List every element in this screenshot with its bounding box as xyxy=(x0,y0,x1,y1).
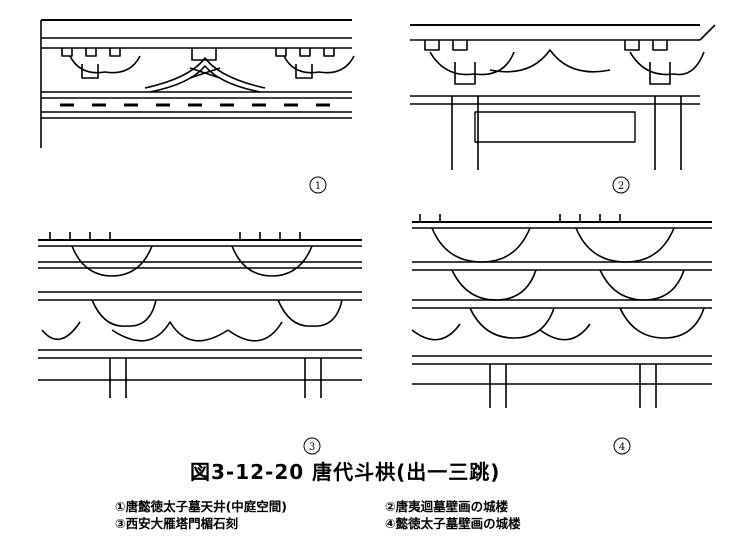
caption-4: ④懿徳太子墓壁画の城楼 xyxy=(385,516,521,531)
bracket-drawings: 1 2 3 4 xyxy=(38,19,716,455)
figure-title: 図3-12-20 唐代斗栱(出一三跳) xyxy=(190,460,501,484)
panel-1-drawing xyxy=(40,19,355,194)
panel-1-number: 1 xyxy=(315,181,321,192)
panel-4-drawing xyxy=(411,214,712,455)
panel-3-number: 3 xyxy=(309,442,315,453)
panel-4-number-circle xyxy=(613,437,631,455)
caption-3: ③西安大雁塔門楣石刻 xyxy=(115,516,239,531)
panel-4-number: 4 xyxy=(619,442,625,453)
caption-2: ②唐夷迴墓壁画の城楼 xyxy=(385,499,509,514)
caption-1: ①唐懿徳太子墓天井(中庭空間) xyxy=(115,499,288,514)
panel-2-drawing xyxy=(410,24,716,194)
panel-2-number-circle xyxy=(612,176,630,194)
panel-1-number-circle xyxy=(309,176,327,194)
panel-2-number: 2 xyxy=(618,181,624,192)
panel-3-drawing xyxy=(38,232,362,455)
panel-3-number-circle xyxy=(303,437,321,455)
